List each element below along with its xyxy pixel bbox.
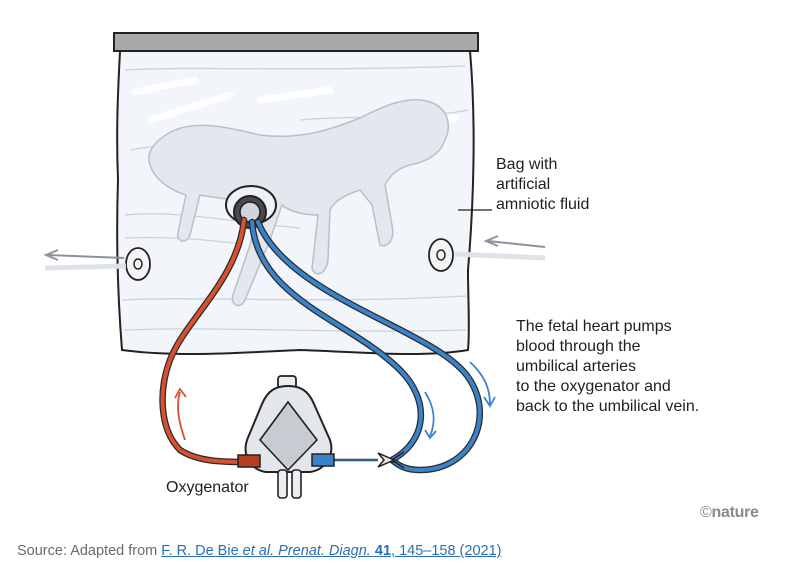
copyright-symbol: © — [700, 504, 712, 521]
oxygenator-device — [237, 375, 335, 499]
citation-link[interactable]: F. R. De Bie et al. Prenat. Diagn. 41, 1… — [161, 543, 502, 559]
description-line: back to the umbilical vein. — [516, 398, 700, 415]
description-line: blood through the — [516, 338, 641, 355]
nature-wordmark: nature — [711, 504, 759, 521]
fluid-outflow-arrow — [43, 249, 125, 261]
bag-label-line: Bag with — [496, 156, 558, 173]
y-connector — [377, 451, 405, 469]
fluid-inflow-arrow — [483, 235, 546, 248]
source-prefix: Source: Adapted from — [17, 543, 162, 559]
fetal-lamb-silhouette — [148, 98, 449, 307]
oxygenator-label: Oxygenator — [166, 479, 249, 496]
bag-label: Bag with artificial amniotic fluid — [496, 155, 589, 215]
left-side-port — [125, 247, 151, 281]
blue-flow-arrow-inner — [424, 391, 437, 440]
bag-label-line: amniotic fluid — [496, 196, 590, 213]
source-citation: Source: Adapted from F. R. De Bie et al.… — [17, 543, 501, 559]
bag-frame-bar — [113, 32, 479, 52]
nature-credit: ©nature — [700, 504, 759, 522]
fluid-tubes — [44, 251, 546, 271]
description-line: The fetal heart pumps — [516, 318, 672, 335]
description-line: to the oxygenator and — [516, 378, 671, 395]
right-side-port — [428, 238, 454, 272]
circulation-description: The fetal heart pumps blood through the … — [516, 317, 699, 417]
red-flow-arrow — [174, 387, 187, 441]
description-line: umbilical arteries — [516, 358, 637, 375]
blue-flow-arrow-outer — [469, 361, 496, 408]
bag-label-line: artificial — [496, 176, 551, 193]
